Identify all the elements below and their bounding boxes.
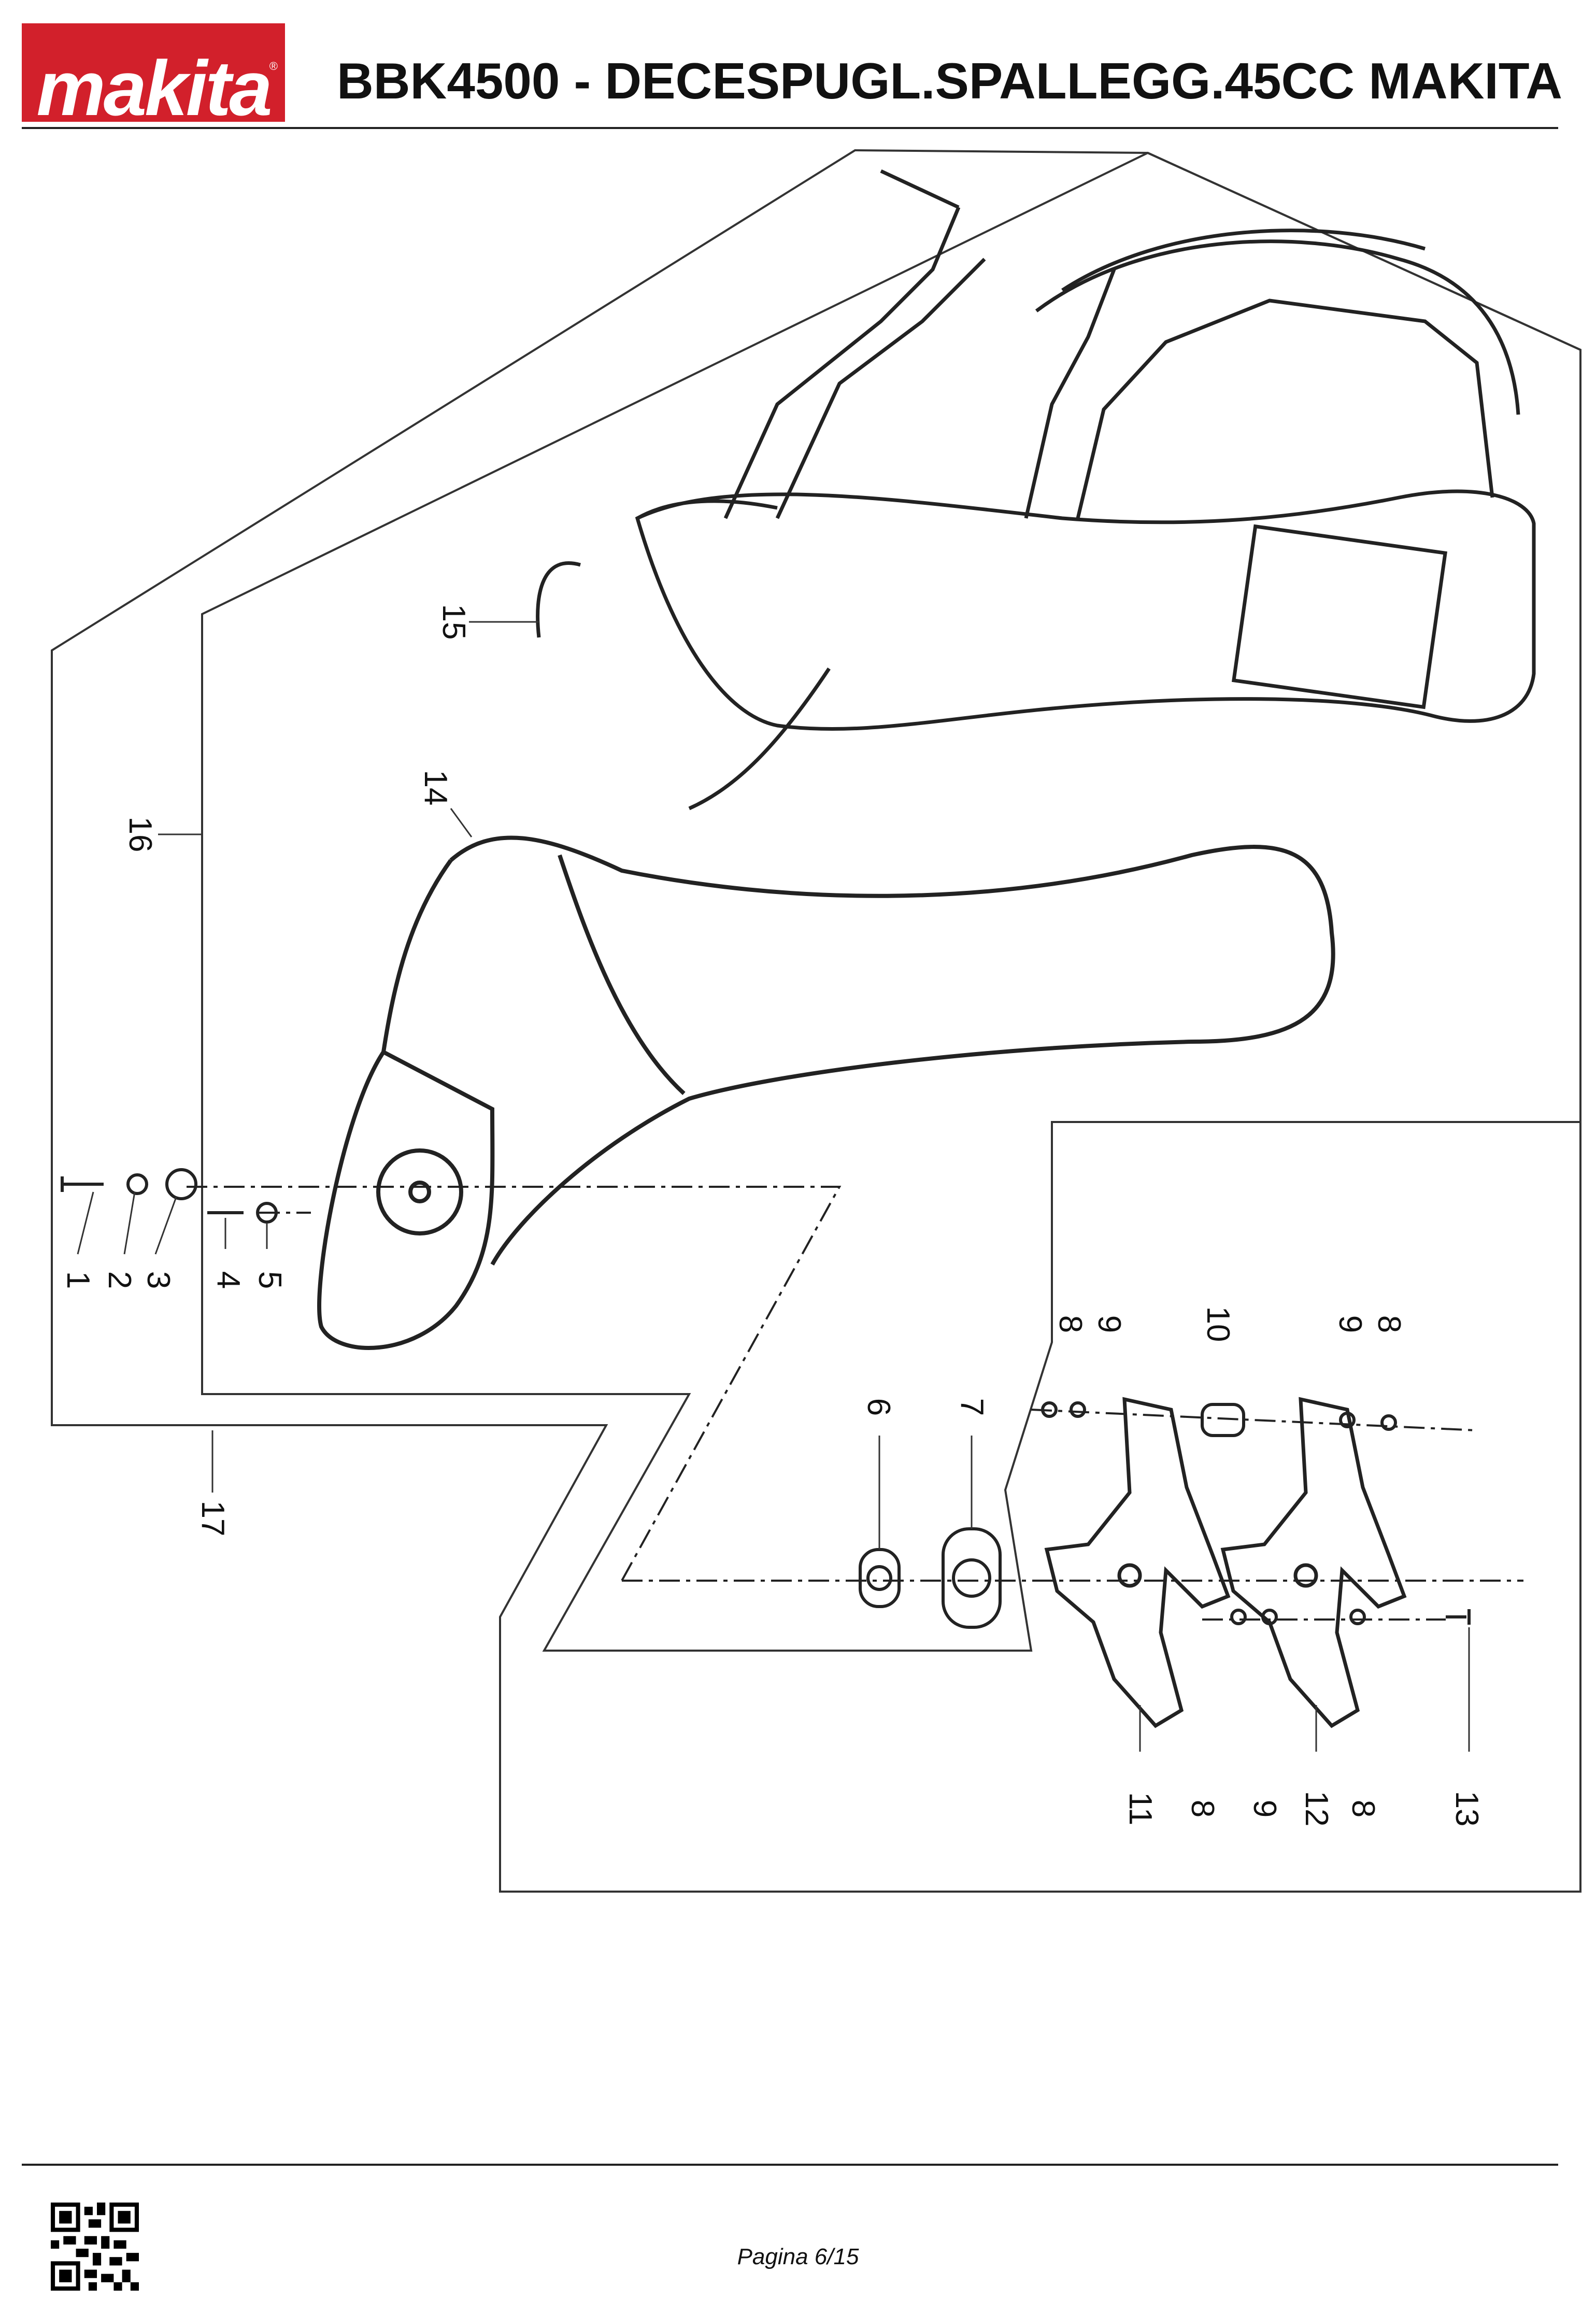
header-rule <box>22 127 1558 129</box>
callout-10: 10 <box>1200 1306 1236 1342</box>
callout-13: 13 <box>1449 1791 1485 1827</box>
makita-logo: makita ® <box>22 23 285 122</box>
bearing-6 <box>859 1548 901 1608</box>
callout-5: 5 <box>252 1271 288 1289</box>
callout-17: 17 <box>195 1501 231 1537</box>
group-outlines <box>51 149 1581 1893</box>
callout-12: 12 <box>1299 1791 1334 1827</box>
flange-7 <box>942 1527 1002 1629</box>
callout-labels: 15 14 16 1 2 3 4 5 17 6 7 8 9 10 9 8 11 … <box>60 604 1485 1827</box>
callout-7: 7 <box>954 1398 990 1416</box>
callout-2: 2 <box>102 1271 137 1289</box>
callout-6: 6 <box>861 1398 896 1416</box>
spacer-10 <box>1201 1403 1245 1437</box>
callout-9b: 9 <box>1332 1315 1368 1333</box>
page-number: Pagina 6/15 <box>737 2244 859 2269</box>
washer-2 <box>126 1173 148 1195</box>
callout-16: 16 <box>122 817 158 853</box>
callout-9c: 9 <box>1247 1800 1282 1817</box>
group-16-outline <box>51 149 1581 1893</box>
callout-1: 1 <box>60 1271 96 1289</box>
page-title: BBK4500 - DECESPUGL.SPALLEGG.45CC MAKITA <box>337 52 1563 109</box>
callout-4: 4 <box>210 1271 246 1289</box>
qr-code-icon <box>51 2203 139 2291</box>
callout-3: 3 <box>140 1271 176 1289</box>
group-17-outline <box>201 151 1581 1652</box>
callout-11: 11 <box>1122 1792 1158 1825</box>
frame-drawing <box>317 835 1335 1350</box>
plates-drawing <box>1044 1397 1407 1728</box>
callout-8a: 8 <box>1052 1315 1088 1333</box>
registered-mark: ® <box>269 60 278 73</box>
callout-8d: 8 <box>1345 1800 1381 1817</box>
hardware-drawing <box>61 1168 1471 1629</box>
callout-15: 15 <box>436 604 472 640</box>
axis-lines <box>187 1186 1523 1621</box>
footer-rule <box>22 2164 1558 2166</box>
logo-wordmark: makita <box>36 45 272 122</box>
callout-9a: 9 <box>1091 1315 1127 1333</box>
washer-3 <box>165 1168 197 1200</box>
leader-lines <box>77 621 1470 1752</box>
harness-drawing <box>536 169 1536 811</box>
screw-13 <box>1446 1609 1471 1625</box>
callout-14: 14 <box>418 770 453 806</box>
callout-8c: 8 <box>1185 1800 1220 1817</box>
callout-8b: 8 <box>1371 1315 1407 1333</box>
screw-1 <box>61 1176 104 1192</box>
